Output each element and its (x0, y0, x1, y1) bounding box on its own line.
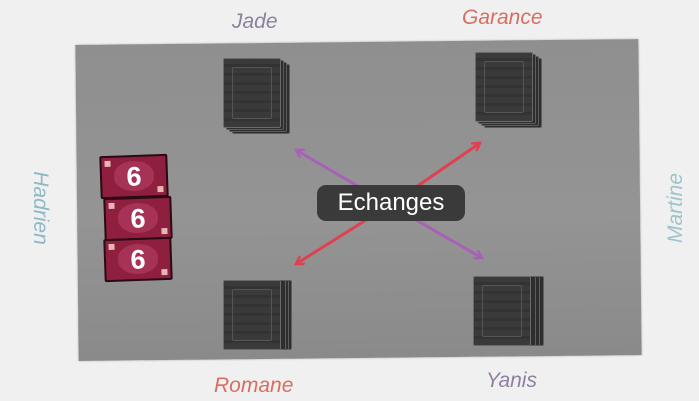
echanges-label: Echanges (317, 185, 465, 221)
